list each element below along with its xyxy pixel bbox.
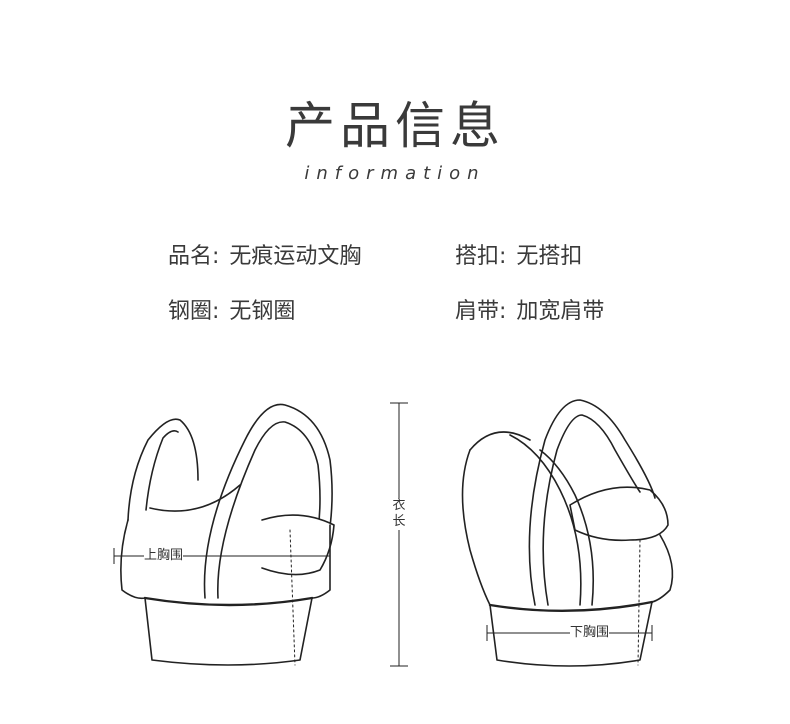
front-view-bra-icon — [120, 403, 335, 666]
back-view-bra-icon — [461, 399, 674, 667]
spec-value: 无痕运动文胸 — [229, 244, 362, 269]
spec-label: 肩带: — [455, 299, 507, 324]
length-label-char-1: 衣 — [391, 498, 407, 514]
length-label-char-2: 长 — [391, 514, 407, 530]
spec-clasp: 搭扣: 无搭扣 — [455, 242, 582, 272]
page-subtitle: information — [304, 163, 486, 184]
spec-value: 加宽肩带 — [516, 299, 605, 324]
page-title: 产品信息 — [285, 97, 505, 155]
spec-label: 搭扣: — [455, 244, 507, 269]
spec-underwire: 钢圈: 无钢圈 — [168, 297, 295, 327]
spec-value: 无钢圈 — [229, 299, 296, 324]
spec-value: 无搭扣 — [516, 244, 583, 269]
spec-label: 品名: — [168, 244, 220, 269]
spec-straps: 肩带: 加宽肩带 — [455, 297, 604, 327]
upper-bust-label: 上胸围 — [144, 548, 184, 564]
spec-product-name: 品名: 无痕运动文胸 — [168, 242, 361, 272]
under-bust-label: 下胸围 — [570, 625, 610, 641]
spec-label: 钢圈: — [168, 299, 220, 324]
product-size-diagram — [113, 399, 674, 667]
